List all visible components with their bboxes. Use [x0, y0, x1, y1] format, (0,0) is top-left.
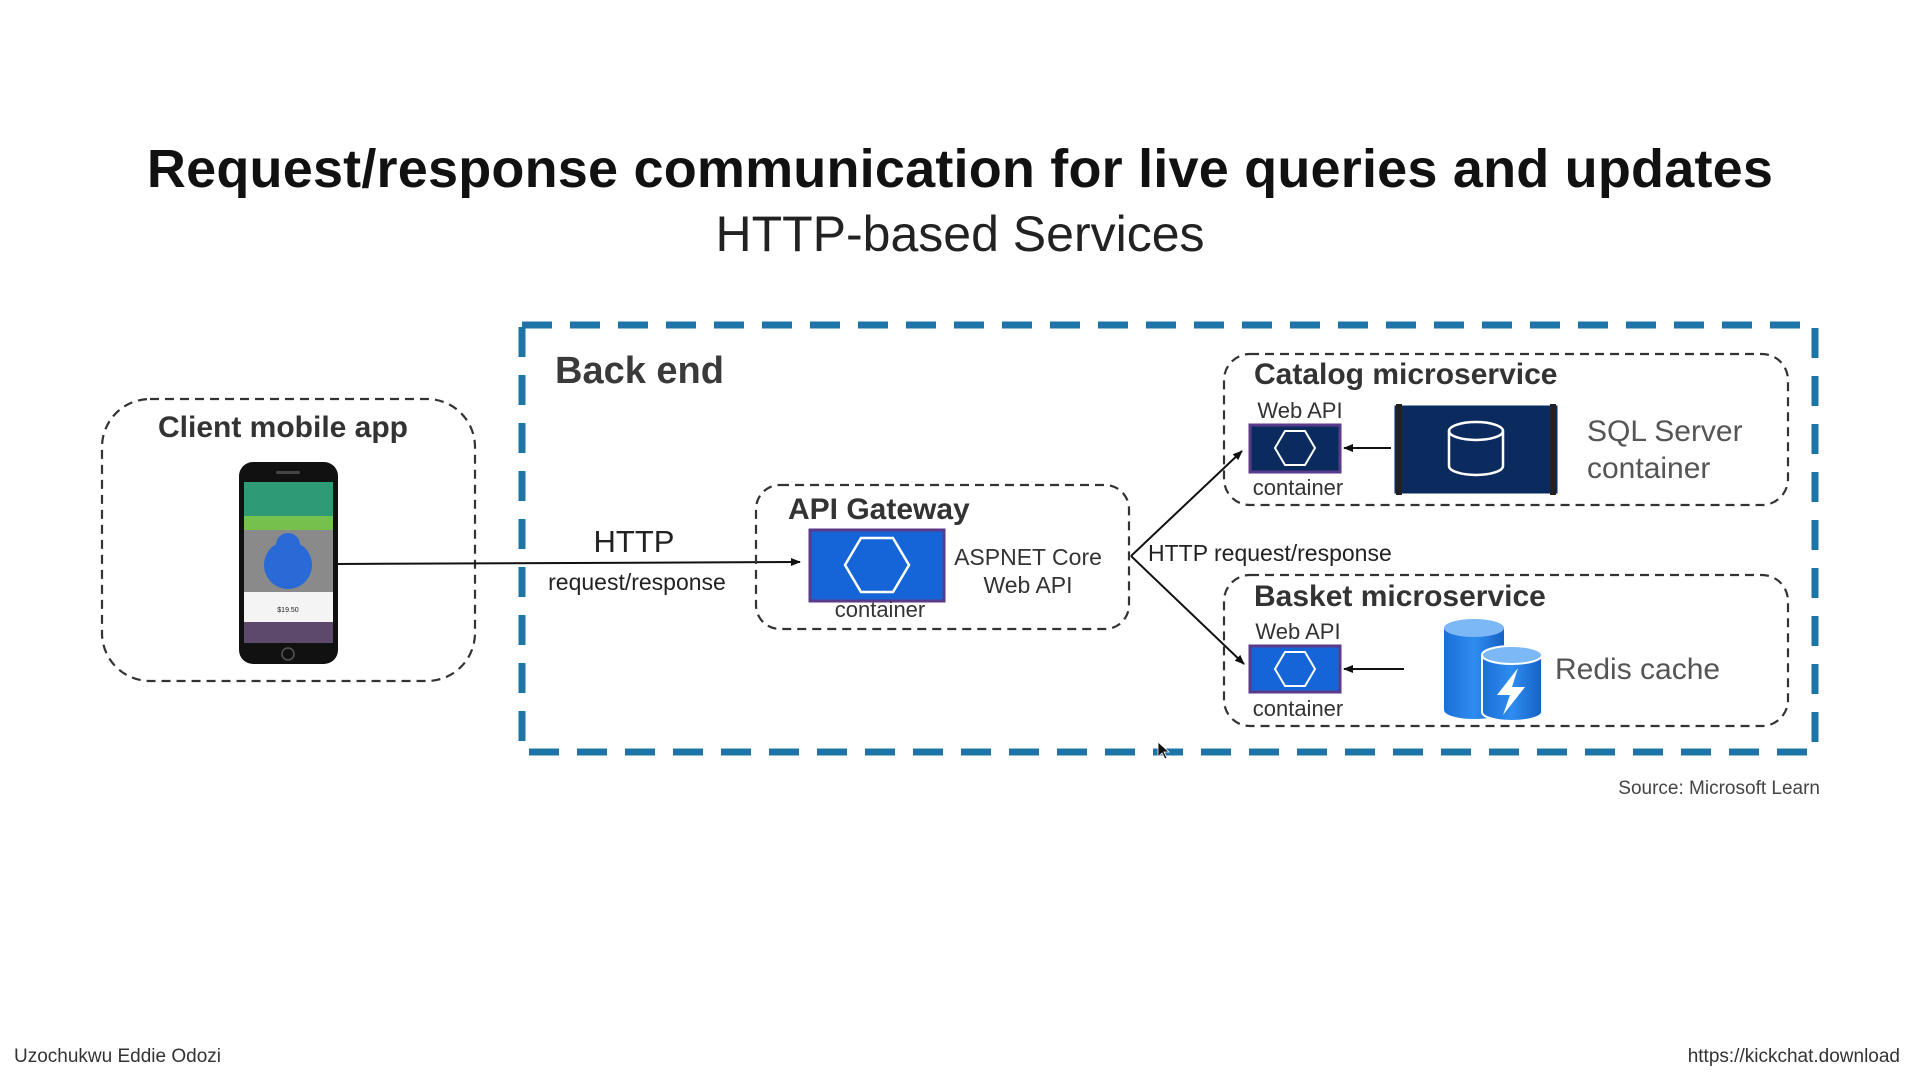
sql-server-icon [1394, 404, 1558, 495]
slide-title: Request/response communication for live … [146, 139, 1774, 199]
slide-subtitle: HTTP-based Services [715, 206, 1205, 262]
catalog-container-icon [1248, 423, 1342, 474]
backend-title: Back end [555, 350, 724, 392]
catalog-api-label: Web API [1257, 398, 1342, 423]
basket-container-icon [1248, 644, 1342, 694]
basket-container-label: container [1253, 696, 1344, 721]
sql-server-line2: container [1587, 452, 1710, 485]
internal-http-label: HTTP request/response [1148, 540, 1392, 566]
http-sublabel: request/response [548, 569, 726, 595]
api-gateway-container-icon [808, 528, 946, 603]
api-gateway-container-label: container [835, 597, 926, 622]
footer-url[interactable]: https://kickchat.download [1687, 1046, 1900, 1067]
gateway-to-services-arrows: HTTP request/response [1130, 450, 1392, 665]
api-gateway-tech-line1: ASPNET Core [954, 544, 1102, 570]
catalog-microservice-box: Catalog microservice Web API container S… [1222, 352, 1790, 507]
phone-price-text: $19.50 [277, 607, 299, 614]
basket-title: Basket microservice [1254, 580, 1546, 613]
catalog-container-label: container [1253, 475, 1344, 500]
http-link: HTTP request/response [335, 524, 801, 595]
mouse-cursor-icon [1157, 741, 1171, 760]
footer-author: Uzochukwu Eddie Odozi [14, 1046, 221, 1067]
source-credit: Source: Microsoft Learn [1618, 778, 1820, 799]
http-label: HTTP [594, 524, 675, 559]
basket-api-label: Web API [1255, 619, 1340, 644]
catalog-title: Catalog microservice [1254, 358, 1557, 391]
api-gateway-title: API Gateway [788, 493, 970, 526]
sql-server-line1: SQL Server [1587, 415, 1743, 448]
backend-boundary: Back end [518, 321, 1819, 756]
client-app-title: Client mobile app [158, 411, 408, 444]
phone-illustration: $19.50 [239, 462, 338, 664]
api-gateway-tech-line2: Web API [983, 572, 1072, 598]
basket-microservice-box: Basket microservice Web API container Re… [1222, 573, 1790, 728]
redis-cache-icon [1444, 619, 1543, 722]
api-gateway-box: API Gateway container ASPNET Core Web AP… [754, 483, 1131, 631]
redis-cache-label: Redis cache [1555, 653, 1720, 686]
client-app-box: Client mobile app [100, 397, 477, 683]
